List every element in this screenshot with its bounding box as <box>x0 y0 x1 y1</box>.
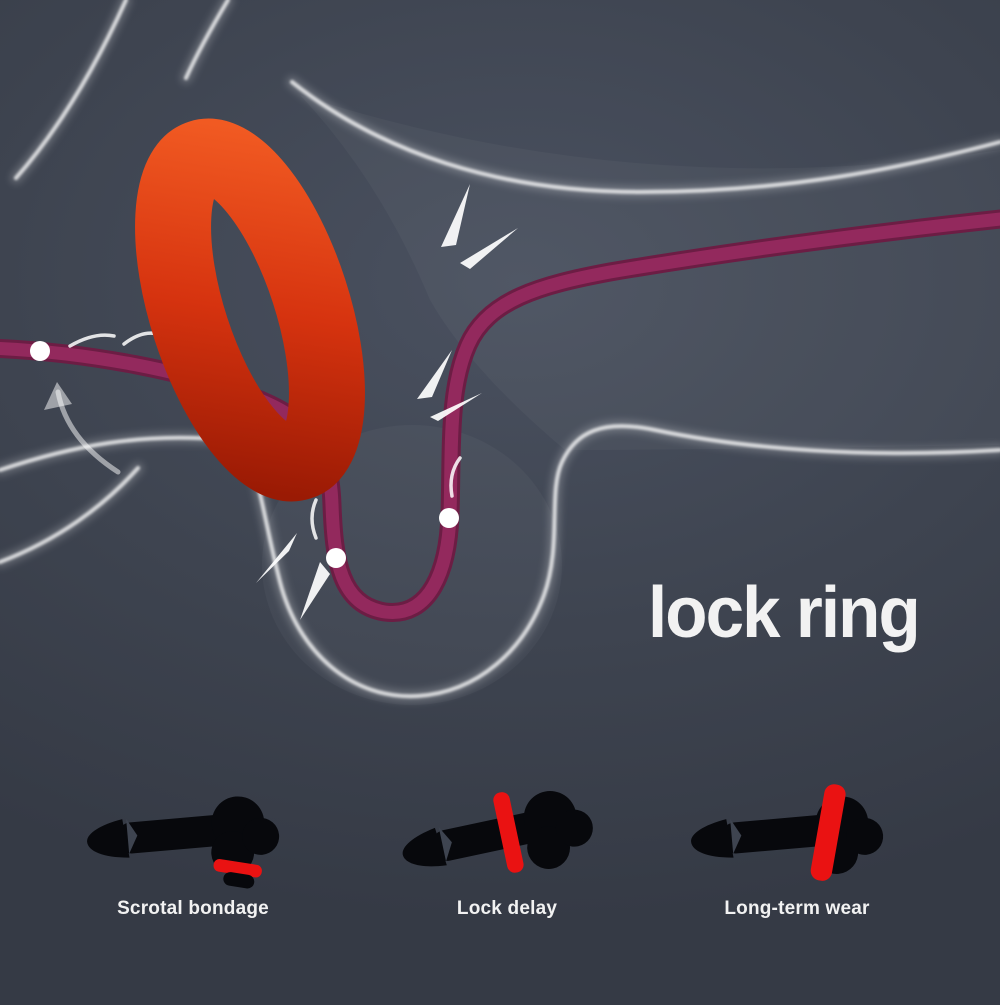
feature-label: Long-term wear <box>724 898 870 919</box>
lock-ring-graphic <box>135 118 365 502</box>
long-term-wear-silhouette-icon <box>691 784 884 881</box>
product-title: lock ring <box>648 573 921 653</box>
ring-band <box>213 859 262 878</box>
motion-arrow-icon <box>44 382 121 475</box>
pressure-dots <box>30 331 462 568</box>
feature-label: Scrotal bondage <box>117 898 269 919</box>
feature-lock-delay: Lock delay <box>382 778 632 920</box>
feature-long-term-wear: Long-term wear <box>672 778 922 920</box>
feature-label: Lock delay <box>456 898 558 919</box>
ring-band <box>810 784 846 881</box>
impact-marks <box>256 184 518 620</box>
ring-band <box>493 792 524 873</box>
scrotal-bondage-silhouette-icon <box>87 796 280 889</box>
feature-scrotal-bondage: Scrotal bondage <box>68 778 318 920</box>
lock-delay-silhouette-icon <box>402 791 593 873</box>
